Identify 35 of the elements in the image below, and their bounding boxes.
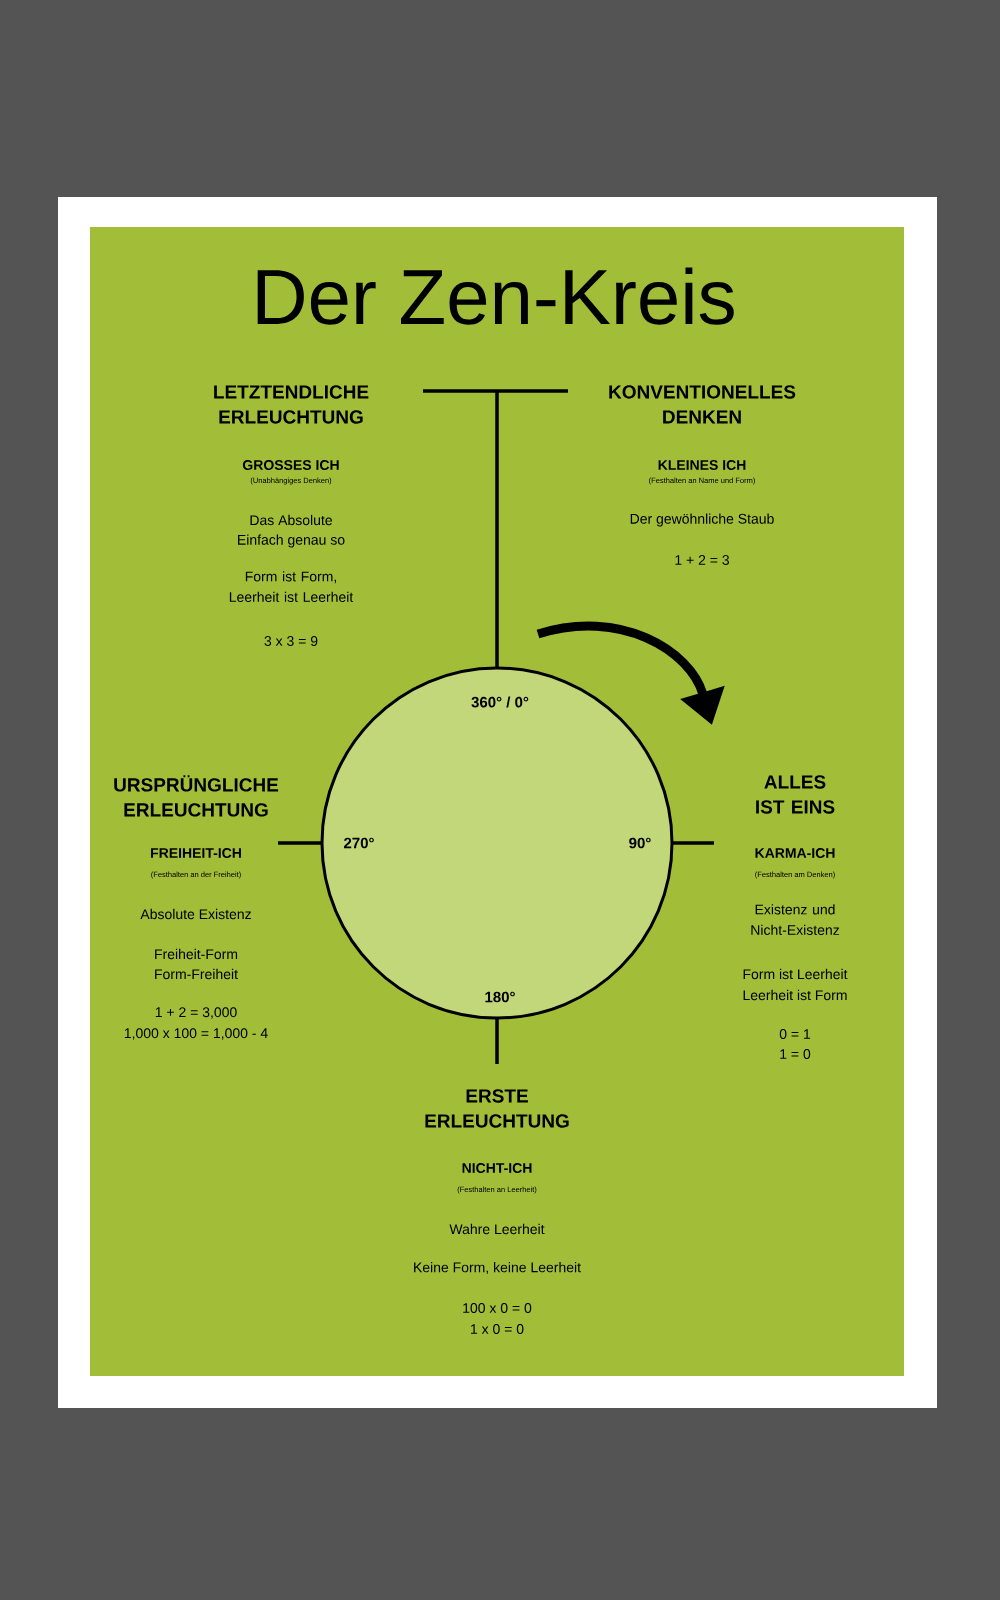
body-text: 1,000 x 100 = 1,000 - 4 <box>124 1028 268 1040</box>
stage-name: FREIHEIT-ICH <box>151 848 241 858</box>
stage-name: KARMA-ICH <box>755 848 835 858</box>
body-text: Das Absolute <box>250 514 332 526</box>
body-text: 3 x 3 = 9 <box>264 636 318 646</box>
body-text: 1 + 2 = 3 <box>675 555 729 565</box>
body-text: Freiheit-Form <box>155 948 238 960</box>
body-text: Existenz und Nicht-Existenz <box>751 904 840 935</box>
title: Der Zen-Kreis <box>257 267 734 325</box>
section-heading: URSPRÜNGLICHE ERLEUCHTUNG <box>114 775 279 817</box>
body-text: Form ist Leerheit <box>743 968 848 980</box>
section-heading: LETZTENDLICHE ERLEUCHTUNG <box>214 385 369 424</box>
stage-name: GROSSES ICH <box>242 460 339 470</box>
body-text: 100 x 0 = 0 <box>463 1303 532 1313</box>
body-text: 1 = 0 <box>780 1049 811 1059</box>
stage-name: KLEINES ICH <box>658 460 746 470</box>
body-text: Form-Freiheit <box>155 968 238 980</box>
section-heading: ERSTE ERLEUCHTUNG <box>425 1089 569 1128</box>
body-text: Der gewöhnliche Staub <box>630 513 774 527</box>
degree-label: 180° <box>485 991 515 1003</box>
body-text: Wahre Leerheit <box>449 1223 545 1235</box>
degree-label: 270° <box>344 837 374 849</box>
section-heading: ALLES IST EINS <box>756 775 835 814</box>
body-text: Leerheit ist Form <box>743 989 847 1001</box>
body-text: Keine Form, keine Leerheit <box>414 1262 581 1274</box>
body-text: Form ist Form, Leerheit ist Leerheit <box>229 571 354 602</box>
stage-name: NICHT-ICH <box>462 1163 532 1173</box>
body-text: Absolute Existenz <box>140 908 251 920</box>
body-text: 1 + 2 = 3,000 <box>155 1007 237 1019</box>
body-text: 0 = 1 <box>779 1029 811 1039</box>
body-text: 1 x 0 = 0 <box>471 1324 524 1334</box>
body-text: Einfach genau so <box>238 534 345 548</box>
degree-label: 360° / 0° <box>471 696 529 708</box>
section-heading: KONVENTIONELLES DENKEN <box>609 385 796 424</box>
degree-label: 90° <box>629 837 651 849</box>
